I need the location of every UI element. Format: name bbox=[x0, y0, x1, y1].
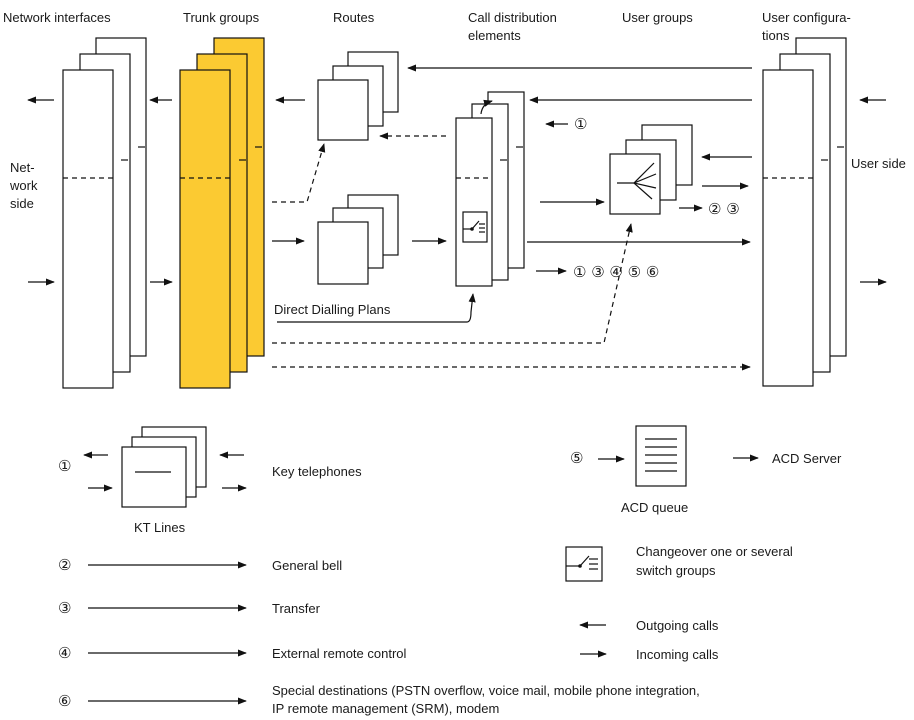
flow-arrows bbox=[27, 64, 887, 323]
routes-stack bbox=[317, 51, 399, 141]
outgoing-calls-label: Outgoing calls bbox=[636, 618, 719, 633]
trunk-groups-stack bbox=[179, 37, 265, 389]
header-trunk-groups: Trunk groups bbox=[183, 10, 260, 25]
kt-lines-stack bbox=[121, 426, 207, 508]
dashed-flow-arrows bbox=[272, 132, 751, 371]
kt-lines-label: KT Lines bbox=[134, 520, 186, 535]
legend-marker-3: ③ bbox=[58, 599, 71, 617]
external-remote-control-label: External remote control bbox=[272, 646, 407, 661]
marker-1-3-4-5-6: ① ③ ④ ⑤ ⑥ bbox=[573, 263, 659, 281]
changeover-switch-icon bbox=[462, 211, 488, 243]
marker-2-3: ② ③ bbox=[708, 200, 740, 218]
user-configurations-stack bbox=[762, 37, 847, 387]
legend-marker-6: ⑥ bbox=[58, 692, 71, 710]
kt-marker-1: ① bbox=[58, 457, 71, 475]
changeover-label-2: switch groups bbox=[636, 563, 716, 578]
incoming-calls-label: Incoming calls bbox=[636, 647, 719, 662]
call-distribution-stack bbox=[455, 91, 525, 287]
legend-marker-2: ② bbox=[58, 556, 71, 574]
header-user-configurations-2: tions bbox=[762, 28, 790, 43]
network-side-label-1: Net- bbox=[10, 160, 35, 175]
header-call-distribution-2: elements bbox=[468, 28, 521, 43]
header-routes: Routes bbox=[333, 10, 375, 25]
acd-server-label: ACD Server bbox=[772, 451, 842, 466]
legend-marker-4: ④ bbox=[58, 644, 71, 662]
acd-queue-label: ACD queue bbox=[621, 500, 688, 515]
header-network-interfaces: Network interfaces bbox=[3, 10, 111, 25]
user-side-label: User side bbox=[851, 156, 906, 171]
header-call-distribution: Call distribution bbox=[468, 10, 557, 25]
network-side-label-2: work bbox=[9, 178, 38, 193]
header-user-groups: User groups bbox=[622, 10, 693, 25]
network-side-label-3: side bbox=[10, 196, 34, 211]
header-user-configurations: User configura- bbox=[762, 10, 851, 25]
key-telephones-label: Key telephones bbox=[272, 464, 362, 479]
changeover-label-1: Changeover one or several bbox=[636, 544, 793, 559]
distribution-fan-icon bbox=[617, 162, 657, 200]
acd-queue-icon bbox=[635, 425, 687, 487]
direct-dialling-plans-stack bbox=[317, 194, 399, 285]
user-groups-stack bbox=[609, 124, 693, 215]
network-interfaces-stack bbox=[62, 37, 147, 389]
special-destinations-label-1: Special destinations (PSTN overflow, voi… bbox=[272, 683, 700, 698]
special-destinations-label-2: IP remote management (SRM), modem bbox=[272, 701, 499, 716]
direct-dialling-plans-label: Direct Dialling Plans bbox=[274, 302, 391, 317]
acd-marker-5: ⑤ bbox=[570, 449, 583, 467]
transfer-label: Transfer bbox=[272, 601, 321, 616]
marker-1: ① bbox=[574, 115, 587, 133]
general-bell-label: General bell bbox=[272, 558, 342, 573]
legend-changeover-icon bbox=[565, 546, 603, 582]
